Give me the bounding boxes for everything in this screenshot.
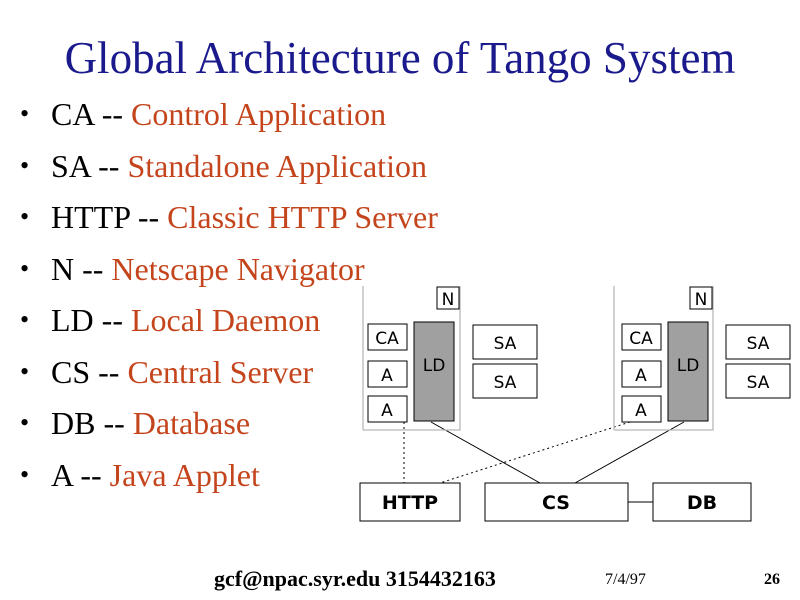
bullet-separator: -- xyxy=(129,199,168,235)
database-label: DB xyxy=(687,492,717,514)
bullet-dot: • xyxy=(20,356,30,386)
bullet-dot: • xyxy=(20,99,30,128)
bullet-abbr: CA xyxy=(51,96,94,132)
left-applet-label-2: A xyxy=(381,401,393,421)
left-standalone-box-2 xyxy=(472,363,538,399)
left-node: N CA A A LD SA SA xyxy=(362,286,538,431)
connector-right-applet-to-http xyxy=(439,421,631,484)
left-applet-box-2 xyxy=(367,395,408,423)
bullet-dot: • xyxy=(20,150,30,180)
right-navigator-label: N xyxy=(695,290,708,310)
slide-title: Global Architecture of Tango System xyxy=(64,33,736,83)
bullet-description: Standalone Application xyxy=(127,147,427,184)
bullet-text: HTTP -- Classic HTTP Server xyxy=(51,196,438,238)
bullet-description: Control Application xyxy=(131,96,387,132)
bullet-text: A -- Java Applet xyxy=(51,454,260,496)
bullet-abbr: N xyxy=(51,250,75,287)
left-standalone-label-2: SA xyxy=(494,373,517,393)
right-local-daemon-label: LD xyxy=(677,356,700,376)
diagram-connectors xyxy=(403,421,685,484)
http-server-box xyxy=(359,482,461,522)
bullet-dot: • xyxy=(20,459,30,489)
bullet-abbr: A xyxy=(51,456,73,493)
left-local-daemon-box xyxy=(413,321,455,422)
bullet-separator: -- xyxy=(93,302,131,338)
bullet-description: Classic HTTP Server xyxy=(167,199,438,235)
left-applet-label-1: A xyxy=(381,366,393,386)
bullet-dot: • xyxy=(20,408,30,437)
bullet-separator: -- xyxy=(90,353,128,390)
bullet-separator: -- xyxy=(72,456,110,493)
bullet-text: CS -- Central Server xyxy=(51,351,313,393)
bullet-dot: • xyxy=(20,305,30,334)
right-applet-label-1: A xyxy=(635,366,647,386)
bullet-abbr: SA xyxy=(51,147,91,184)
bullet-text: SA -- Standalone Application xyxy=(51,145,427,187)
page-number: 26 xyxy=(764,571,780,588)
connector-right-ld-to-cs xyxy=(574,421,685,484)
bullet-text: LD -- Local Daemon xyxy=(51,299,320,341)
bullet-text: N -- Netscape Navigator xyxy=(51,248,365,290)
left-standalone-box-1 xyxy=(472,324,538,360)
right-local-daemon-box xyxy=(667,321,709,422)
left-navigator-box xyxy=(436,286,460,310)
right-applet-box-2 xyxy=(621,395,662,423)
bullet-abbr: HTTP xyxy=(51,199,130,235)
connector-left-ld-to-cs xyxy=(430,421,541,484)
right-navigator-frame xyxy=(613,286,714,431)
left-applet-box-1 xyxy=(367,360,408,388)
bullet-abbr: CS xyxy=(51,353,91,390)
bullet-separator: -- xyxy=(95,405,133,441)
bullet-description: Database xyxy=(132,405,251,441)
database-box xyxy=(652,482,752,522)
left-control-app-label: CA xyxy=(375,329,399,349)
http-server-label: HTTP xyxy=(382,492,438,514)
right-node: N CA A A LD SA SA xyxy=(613,286,791,431)
bullet-description: Netscape Navigator xyxy=(111,250,365,287)
bullet-separator: -- xyxy=(90,147,128,184)
right-standalone-box-2 xyxy=(725,363,791,399)
left-navigator-label: N xyxy=(442,290,455,310)
left-control-app-box xyxy=(367,323,408,351)
left-local-daemon-label: LD xyxy=(423,356,446,376)
bullet-text: CA -- Control Application xyxy=(51,93,386,135)
right-navigator-box xyxy=(689,286,713,310)
central-server-box xyxy=(484,482,629,522)
footer-contact: gcf@npac.syr.edu 3154432163 xyxy=(214,566,496,591)
bullet-abbr: LD xyxy=(51,302,94,338)
bullet-description: Local Daemon xyxy=(130,302,321,338)
bullet-dot: • xyxy=(20,253,30,283)
right-applet-box-1 xyxy=(621,360,662,388)
bullet-separator: -- xyxy=(93,96,131,132)
bullet-abbr: DB xyxy=(51,405,96,441)
bullet-text: DB -- Database xyxy=(51,402,250,444)
bullet-description: Central Server xyxy=(127,353,314,390)
right-control-app-label: CA xyxy=(629,329,653,349)
left-standalone-label-1: SA xyxy=(494,334,517,354)
server-row: HTTP CS DB xyxy=(359,482,752,522)
right-control-app-box xyxy=(621,323,662,351)
left-navigator-frame xyxy=(362,286,461,431)
right-standalone-label-2: SA xyxy=(747,373,770,393)
right-standalone-box-1 xyxy=(725,324,791,360)
bullet-separator: -- xyxy=(74,250,112,287)
right-applet-label-2: A xyxy=(635,401,647,421)
right-standalone-label-1: SA xyxy=(747,334,770,354)
footer-date: 7/4/97 xyxy=(605,571,646,588)
central-server-label: CS xyxy=(542,492,570,514)
bullet-description: Java Applet xyxy=(109,456,260,493)
bullet-dot: • xyxy=(20,202,30,231)
